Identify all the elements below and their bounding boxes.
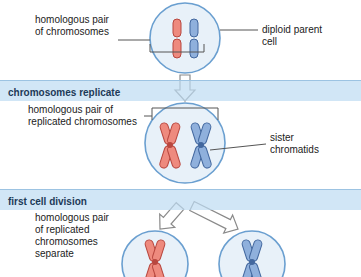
stage-band: first cell division <box>0 189 361 210</box>
stage-band: chromosomes replicate <box>0 80 361 101</box>
part-label: homologous pair of replicated chromosome… <box>35 212 119 260</box>
chromosome-arm <box>173 39 181 58</box>
chromatid-arm <box>152 239 166 262</box>
replicated-cell <box>145 103 225 183</box>
part-label: sister chromatids <box>270 132 334 156</box>
part-label: homologous pair of replicated chromosome… <box>28 104 142 128</box>
stage-title: first cell division <box>8 196 87 207</box>
stage-title: chromosomes replicate <box>8 87 120 98</box>
parent-cell <box>150 3 220 73</box>
chromosome-arm <box>173 19 181 37</box>
chromatid-arm <box>167 145 182 169</box>
replicated-chromosome <box>190 122 212 169</box>
daughter-cell <box>219 231 285 277</box>
centromere <box>198 142 204 148</box>
part-label: homologous pair of chromosomes <box>35 14 115 38</box>
part-label: diploid parent cell <box>262 24 324 48</box>
chromatid-arm <box>167 122 181 145</box>
replicated-chromosome <box>159 122 181 169</box>
chromosome-arm <box>190 19 198 37</box>
centromere <box>249 259 255 265</box>
centromere <box>152 259 158 265</box>
replicated-chromosome <box>144 239 166 277</box>
replicated-chromosome <box>241 239 263 277</box>
bracket <box>118 40 204 52</box>
leader-line <box>220 30 258 31</box>
centromere <box>167 142 173 148</box>
leader-line <box>210 144 266 150</box>
chromosome-arm <box>190 39 198 58</box>
chromatid-arm <box>249 239 263 262</box>
chromatid-arm <box>198 122 212 145</box>
bracket <box>144 108 218 120</box>
chromatid-arm <box>198 145 213 169</box>
daughter-cell <box>122 231 188 277</box>
chromosomes <box>144 19 263 277</box>
